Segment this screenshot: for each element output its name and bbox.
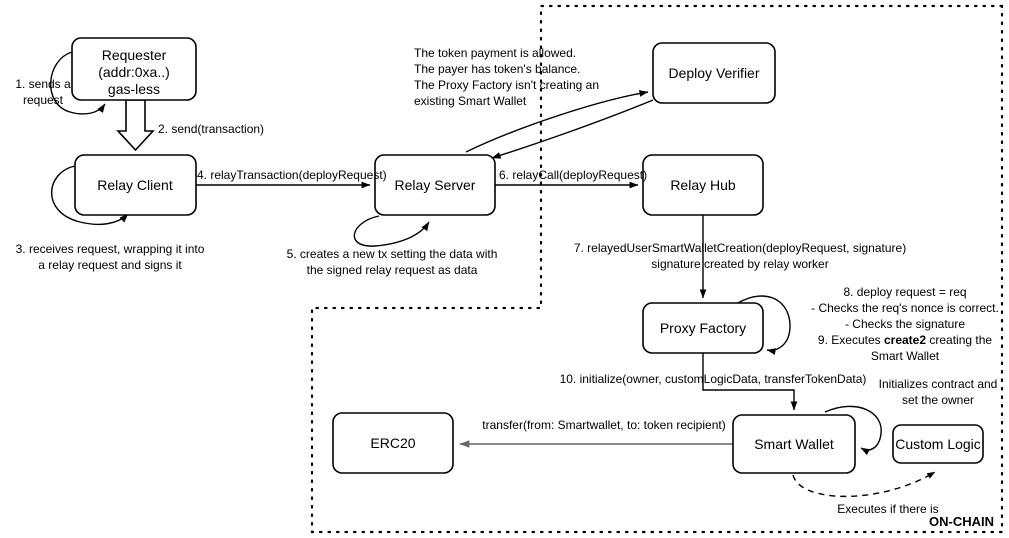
- annotation-initializes-line-0: Initializes contract and: [879, 377, 998, 391]
- node-relay-client[interactable]: Relay Client: [74, 154, 197, 216]
- edge-relay-server-self-loop: [353, 215, 430, 247]
- node-requester-line-0: Requester: [102, 47, 167, 63]
- node-relay-server[interactable]: Relay Server: [374, 154, 496, 216]
- on-chain-zone-border: [310, 4, 1004, 534]
- annotation-step2: 2. send(transaction): [158, 122, 264, 136]
- annotation-step10: 10. initialize(owner, customLogicData, t…: [560, 372, 867, 386]
- edge-relay-server-to-deploy-verifier: [465, 90, 649, 153]
- edge-executes-custom-logic: [792, 471, 936, 498]
- node-deploy-verifier-label: Deploy Verifier: [668, 65, 759, 81]
- annotation-step1-line-1: request: [23, 93, 64, 107]
- annotation-step7-line-1: signature created by relay worker: [651, 257, 828, 271]
- annotation-verifier-checks-line-1: The payer has token's balance.: [414, 62, 580, 76]
- edge-relay-client-self-loop: [51, 165, 129, 226]
- annotation-executes-if: Executes if there is: [837, 502, 938, 516]
- annotation-step89-line-5: Smart Wallet: [871, 349, 940, 363]
- node-smart-wallet[interactable]: Smart Wallet: [732, 414, 856, 474]
- annotation-step7: 7. relayedUserSmartWalletCreation(deploy…: [574, 241, 906, 271]
- node-deploy-verifier[interactable]: Deploy Verifier: [652, 42, 776, 104]
- annotation-transfer: transfer(from: Smartwallet, to: token re…: [482, 418, 725, 432]
- annotation-step89-create2: create2: [884, 333, 926, 347]
- annotation-step89: 8. deploy request = req - Checks the req…: [811, 285, 999, 363]
- edge-deploy-verifier-to-relay-server: [491, 99, 654, 159]
- annotation-step1: 1. sends a request: [15, 77, 71, 107]
- annotation-verifier-checks-line-2: The Proxy Factory isn't creating an: [414, 78, 599, 92]
- annotation-step89-line-1: 8. deploy request = req: [843, 285, 966, 299]
- node-relay-server-label: Relay Server: [395, 177, 476, 193]
- node-smart-wallet-label: Smart Wallet: [754, 436, 834, 452]
- annotation-step5-line-1: the signed relay request as data: [307, 263, 478, 277]
- annotation-step89-line-4-prefix: 9. Executes: [818, 333, 884, 347]
- node-proxy-factory-label: Proxy Factory: [660, 320, 746, 336]
- annotation-step3-line-1: a relay request and signs it: [38, 258, 182, 272]
- annotation-step6: 6. relayCall(deployRequest): [499, 168, 647, 182]
- annotation-initializes-line-1: set the owner: [902, 393, 974, 407]
- annotation-step1-line-0: 1. sends a: [15, 77, 71, 91]
- node-erc20[interactable]: ERC20: [332, 412, 454, 474]
- edge-send-transaction-block-arrow: [116, 99, 155, 152]
- annotation-verifier-checks: The token payment is allowed. The payer …: [414, 46, 599, 108]
- node-erc20-label: ERC20: [370, 435, 415, 451]
- node-proxy-factory[interactable]: Proxy Factory: [642, 302, 764, 354]
- annotation-step89-line-4-suffix: creating the: [926, 333, 992, 347]
- annotation-step89-line-2: - Checks the req's nonce is correct.: [811, 301, 999, 315]
- annotation-initializes: Initializes contract and set the owner: [879, 377, 998, 407]
- on-chain-zone-label: ON-CHAIN: [929, 514, 994, 529]
- annotation-step3-line-0: 3. receives request, wrapping it into: [16, 242, 205, 256]
- annotation-step89-line-3: - Checks the signature: [845, 317, 965, 331]
- annotation-step89-line-4: 9. Executes create2 creating the: [818, 333, 992, 347]
- node-relay-client-label: Relay Client: [97, 177, 173, 193]
- node-requester-line-1: (addr:0xa..): [98, 64, 170, 80]
- edge-proxy-factory-self-loop: [737, 295, 791, 355]
- edge-smart-wallet-self-loop: [824, 405, 882, 456]
- annotation-step5-line-0: 5. creates a new tx setting the data wit…: [287, 247, 498, 261]
- node-relay-hub-label: Relay Hub: [670, 177, 736, 193]
- annotation-step7-line-0: 7. relayedUserSmartWalletCreation(deploy…: [574, 241, 906, 255]
- node-requester-line-2: gas-less: [108, 81, 160, 97]
- annotation-step5: 5. creates a new tx setting the data wit…: [287, 247, 498, 277]
- edge-requester-self-loop: [50, 51, 106, 115]
- node-relay-hub[interactable]: Relay Hub: [642, 154, 764, 216]
- annotation-step4: 4. relayTransaction(deployRequest): [197, 168, 387, 182]
- node-requester[interactable]: Requester (addr:0xa..) gas-less: [71, 37, 197, 101]
- annotation-verifier-checks-line-0: The token payment is allowed.: [414, 46, 576, 60]
- annotation-verifier-checks-line-3: existing Smart Wallet: [414, 94, 527, 108]
- node-custom-logic[interactable]: Custom Logic: [892, 424, 984, 464]
- node-custom-logic-label: Custom Logic: [895, 436, 981, 452]
- annotation-step3: 3. receives request, wrapping it into a …: [16, 242, 205, 272]
- edge-initialize: [702, 353, 798, 411]
